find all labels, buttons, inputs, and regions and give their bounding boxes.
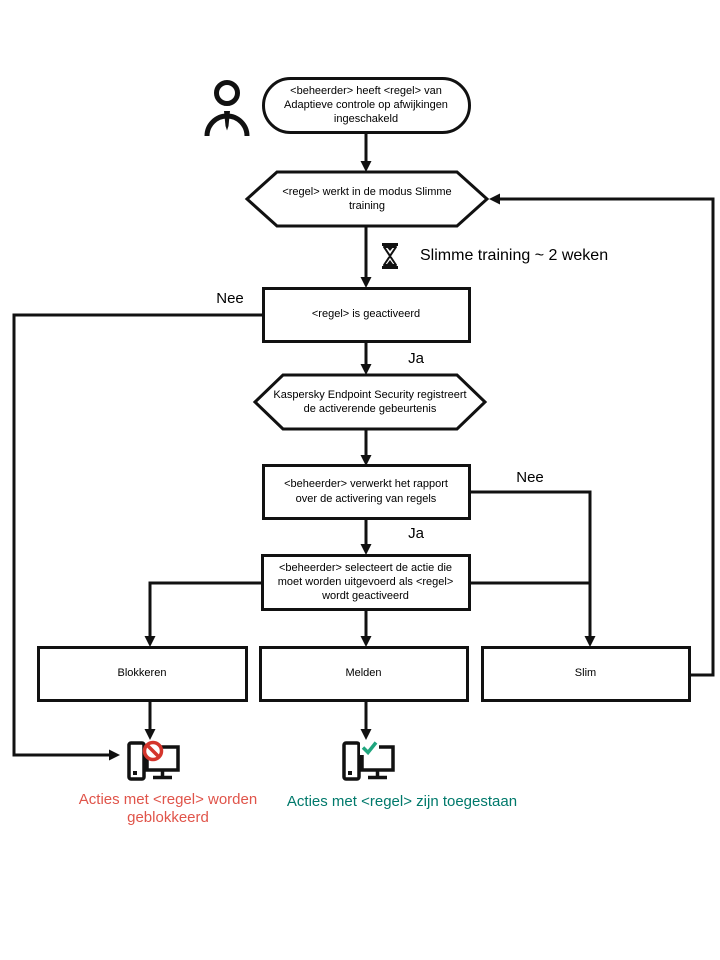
- activated-node-shape: [262, 287, 471, 343]
- smart-node: Slim: [574, 667, 597, 680]
- smart-node-shape: [481, 646, 691, 702]
- line-smart-loop-to-mode: [498, 197, 715, 677]
- start-node: <beheerder> heeft <regel> van Adaptieve …: [284, 84, 448, 126]
- registers-node-shape: [252, 373, 488, 431]
- inform-node-shape: [259, 646, 469, 702]
- blocked-computer-icon: [126, 740, 182, 786]
- yes-bottom-label: Ja: [408, 525, 424, 542]
- selects-node-shape: [261, 554, 471, 611]
- arrowheads: [109, 161, 596, 761]
- allowed-result-text: Acties met <regel> zijn toegestaan: [286, 793, 518, 810]
- allowed-computer-icon: [341, 740, 397, 786]
- inform-node: Melden: [345, 667, 382, 680]
- administrator-icon: [202, 80, 252, 138]
- no-left-label: Nee: [216, 290, 244, 307]
- registers-node: Kaspersky Endpoint Security registreert …: [273, 388, 467, 415]
- training-duration-label: Slimme training ~ 2 weken: [420, 247, 609, 264]
- no-right-label: Nee: [516, 469, 544, 486]
- start-node-shape: [262, 77, 471, 134]
- report-node-shape: [262, 464, 471, 520]
- yes-top-label: Ja: [408, 350, 424, 367]
- line-no-left-to-blocked: [12, 313, 263, 757]
- hourglass-icon: [380, 242, 400, 270]
- block-node-shape: [37, 646, 248, 702]
- report-node: <beheerder> verwerkt het rapport over de…: [284, 478, 448, 505]
- mode-node: <regel> werkt in de modus Slimme trainin…: [282, 185, 452, 212]
- line-selects-to-block: [148, 581, 262, 638]
- mode-node-shape: [244, 170, 490, 228]
- selects-node: <beheerder> selecteert de actie die moet…: [277, 561, 454, 603]
- activated-node: <regel> is geactiveerd: [311, 308, 421, 321]
- line-no-right-to-smart: [470, 490, 592, 638]
- block-node: Blokkeren: [117, 667, 167, 680]
- blocked-result-text: Acties met <regel> worden geblokkeerd: [78, 791, 258, 826]
